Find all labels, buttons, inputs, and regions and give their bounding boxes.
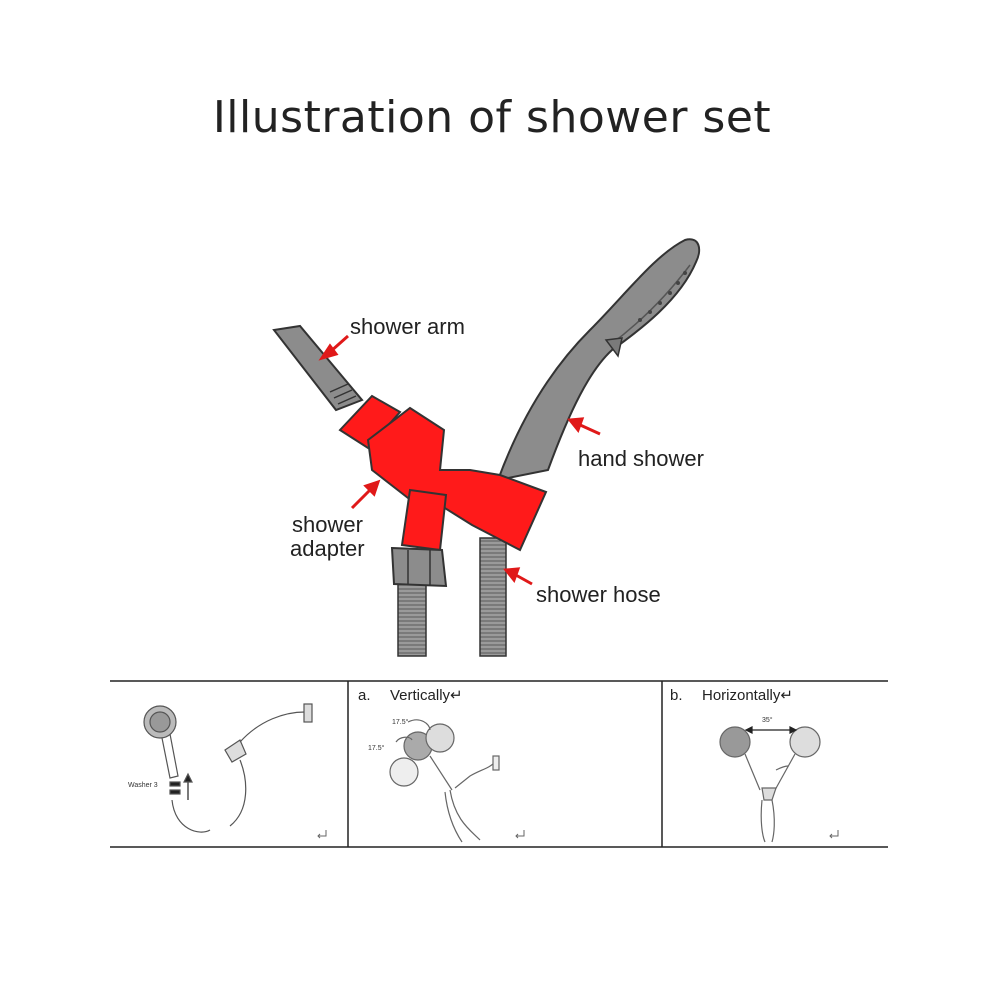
panel-horizontal: [720, 727, 820, 842]
shower-arm: [274, 326, 362, 410]
hose-nut: [392, 548, 446, 586]
label-shower-hose: shower hose: [536, 582, 661, 607]
vertical-prefix: a.: [358, 687, 371, 704]
label-hand-shower: hand shower: [578, 446, 704, 471]
horizontal-prefix: b.: [670, 687, 683, 704]
label-shower-adapter-2: adapter: [290, 536, 365, 561]
horizontal-label: Horizontally↵: [702, 687, 793, 704]
vertical-label: Vertically↵: [390, 687, 463, 704]
washer-label: Washer 3: [128, 782, 158, 789]
panel-vertical: [390, 720, 499, 842]
vertical-angle-bottom: 17.5°: [368, 744, 385, 752]
panel-install: [144, 704, 312, 832]
label-shower-arm: shower arm: [350, 314, 465, 339]
return-glyphs: [318, 830, 838, 838]
vertical-angle-top: 17.5°: [392, 718, 409, 726]
horizontal-angle: 35°: [762, 716, 773, 724]
hand-shower: [498, 239, 699, 480]
label-shower-adapter-1: shower: [292, 512, 363, 537]
